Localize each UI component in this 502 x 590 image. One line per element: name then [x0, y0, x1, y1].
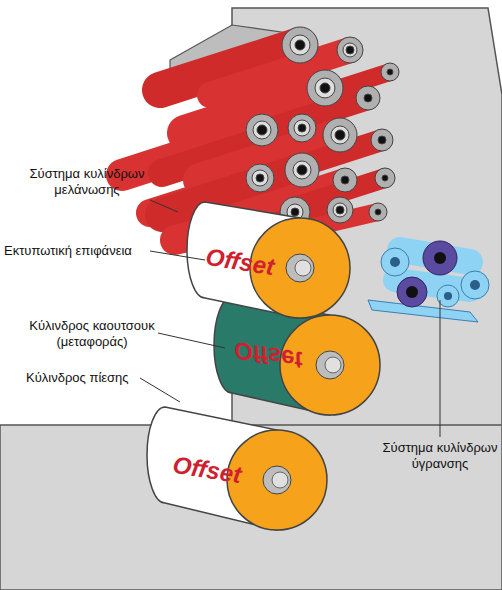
roller-axle	[375, 209, 381, 215]
cylinder-print: Offset	[171, 451, 243, 489]
roller-end	[253, 121, 271, 139]
roller-end	[323, 118, 357, 152]
roller-axle	[406, 286, 418, 298]
roller-axle	[364, 94, 372, 102]
cylinder-shaft	[295, 260, 311, 276]
roller-axle	[390, 257, 400, 267]
roller-end	[369, 203, 387, 221]
roller-axle	[256, 174, 264, 182]
cylinder-shaft	[316, 351, 344, 379]
roller-axle	[444, 292, 452, 300]
roller-end	[290, 35, 310, 55]
dampening-roller-end	[397, 277, 427, 307]
dampening-tray	[368, 300, 478, 322]
roller-axle	[257, 125, 267, 135]
cylinder-shaft	[263, 466, 291, 494]
leader-line	[158, 333, 225, 348]
leader-line	[140, 378, 180, 402]
roller-axle	[336, 206, 344, 214]
cylinder-shaft	[325, 357, 341, 373]
roller-end	[333, 203, 347, 217]
cylinder-shaft	[286, 254, 314, 282]
leader-line	[440, 300, 441, 437]
roller-axle	[295, 40, 305, 50]
cylinder-end	[227, 430, 327, 530]
roller-axle	[470, 280, 480, 290]
roller-end	[246, 164, 274, 192]
dampening-roller-end	[461, 271, 489, 299]
leader-line	[150, 251, 205, 260]
roller-axle	[298, 124, 306, 132]
roller-end	[288, 114, 316, 142]
roller-axle	[382, 175, 388, 181]
leader-line	[150, 200, 178, 212]
roller-ends	[246, 27, 399, 227]
roller-end	[331, 126, 349, 144]
dampening-roller-end	[381, 248, 409, 276]
roller-end	[293, 161, 311, 179]
roller-axle	[387, 69, 393, 75]
roller-end	[285, 153, 319, 187]
cylinder-print: Offset	[232, 336, 304, 374]
roller-end	[343, 43, 357, 57]
roller-end	[381, 63, 399, 81]
roller-end	[315, 78, 335, 98]
roller-end	[327, 197, 353, 223]
roller-end	[375, 168, 395, 188]
machine-base	[0, 425, 502, 590]
roller-end	[371, 129, 393, 151]
roller-end	[282, 27, 318, 63]
roller-end	[333, 168, 357, 192]
roller-axle	[341, 176, 349, 184]
roller-end	[337, 37, 363, 63]
roller-axle	[297, 165, 307, 175]
dampening-roller-end	[423, 241, 457, 275]
part-label: Κύλινδρος πίεσης	[26, 370, 166, 386]
part-label: Σύστημα κυλίνδρων ύγρανσης	[378, 440, 502, 472]
cylinder-shaft	[272, 472, 288, 488]
part-label: Σύστημα κυλίνδρων μελάνωσης	[22, 166, 152, 198]
roller-end	[294, 120, 310, 136]
roller-axle	[335, 130, 345, 140]
roller-end	[307, 70, 343, 106]
roller-axle	[434, 252, 446, 264]
roller-end	[356, 86, 380, 110]
roller-end	[246, 114, 278, 146]
roller-axle	[378, 136, 386, 144]
roller-axle	[320, 83, 330, 93]
leader-lines	[140, 200, 440, 437]
part-label: Εκτυπωτική επιφάνεια	[4, 243, 174, 259]
roller-axle	[291, 208, 299, 216]
roller-end	[252, 170, 268, 186]
roller-axle	[346, 46, 354, 54]
part-label: Κύλινδρος καουτσουκ (μεταφοράς)	[22, 318, 162, 350]
cylinder-print: Offset	[204, 243, 276, 281]
